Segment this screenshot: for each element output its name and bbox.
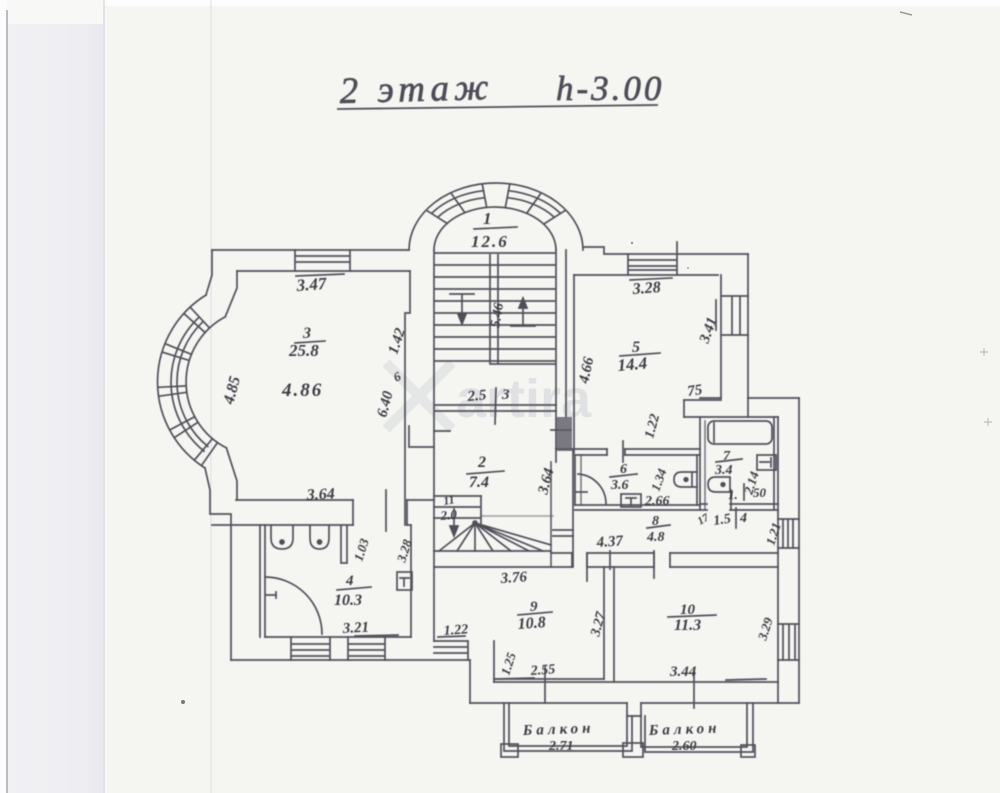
svg-text:3.64: 3.64 xyxy=(535,466,558,497)
svg-text:2.14: 2.14 xyxy=(740,469,762,497)
svg-text:1: 1 xyxy=(483,209,492,228)
svg-text:1.22: 1.22 xyxy=(443,622,468,639)
svg-text:Балкон: Балкон xyxy=(648,721,721,740)
svg-text:3.6: 3.6 xyxy=(610,478,629,493)
svg-text:1.25: 1.25 xyxy=(498,650,519,677)
svg-text:3.29: 3.29 xyxy=(754,615,776,643)
svg-text:h-3.00: h-3.00 xyxy=(556,69,664,108)
svg-text:4.85: 4.85 xyxy=(220,375,244,407)
svg-text:3.27: 3.27 xyxy=(588,610,609,639)
svg-text:4: 4 xyxy=(345,573,354,589)
svg-text:1.21: 1.21 xyxy=(763,521,784,547)
svg-text:2.0: 2.0 xyxy=(439,507,458,523)
svg-text:5.46: 5.46 xyxy=(488,302,507,329)
svg-text:6.40: 6.40 xyxy=(374,389,396,419)
svg-text:4.8: 4.8 xyxy=(646,530,665,545)
svg-text:7.4: 7.4 xyxy=(469,474,489,491)
svg-text:2.55: 2.55 xyxy=(529,662,555,679)
svg-text:2: 2 xyxy=(477,454,486,471)
svg-text:3.21: 3.21 xyxy=(341,620,369,637)
svg-text:1.5: 1.5 xyxy=(712,512,731,529)
svg-text:1.34: 1.34 xyxy=(648,466,670,493)
svg-text:7: 7 xyxy=(723,449,731,464)
svg-text:10.3: 10.3 xyxy=(334,592,362,609)
svg-text:3.47: 3.47 xyxy=(295,274,328,295)
svg-text:75: 75 xyxy=(686,382,704,400)
svg-text:3.28: 3.28 xyxy=(393,537,415,565)
svg-text:12.6: 12.6 xyxy=(471,232,509,251)
svg-text:2.5: 2.5 xyxy=(466,387,488,405)
svg-text:3.4: 3.4 xyxy=(714,463,733,478)
svg-text:11: 11 xyxy=(442,492,456,508)
svg-text:8: 8 xyxy=(652,514,659,529)
svg-text:5: 5 xyxy=(632,339,640,356)
svg-text:2.60: 2.60 xyxy=(671,739,697,754)
svg-text:50: 50 xyxy=(753,485,767,500)
svg-text:2.71: 2.71 xyxy=(548,739,574,754)
svg-text:4: 4 xyxy=(739,511,747,526)
svg-text:10.8: 10.8 xyxy=(517,614,546,633)
svg-text:14.4: 14.4 xyxy=(617,353,648,375)
svg-text:25.8: 25.8 xyxy=(288,341,319,360)
svg-text:3.76: 3.76 xyxy=(499,569,528,587)
svg-text:3: 3 xyxy=(501,387,510,403)
svg-text:3.28: 3.28 xyxy=(631,279,661,298)
svg-text:1.42: 1.42 xyxy=(386,326,409,356)
svg-text:4.66: 4.66 xyxy=(576,355,597,385)
svg-text:3.64: 3.64 xyxy=(305,486,335,504)
svg-text:11.3: 11.3 xyxy=(674,617,701,634)
svg-text:9: 9 xyxy=(530,599,538,615)
svg-text:4.86: 4.86 xyxy=(281,380,323,401)
svg-text:3: 3 xyxy=(302,325,311,342)
svg-text:1.22: 1.22 xyxy=(642,412,663,440)
svg-text:6: 6 xyxy=(620,462,627,477)
svg-text:1.03: 1.03 xyxy=(351,536,372,563)
svg-text:Балкон: Балкон xyxy=(522,721,595,740)
svg-text:4.37: 4.37 xyxy=(595,533,624,551)
svg-text:10: 10 xyxy=(680,602,696,618)
svg-text:2 этаж: 2 этаж xyxy=(339,67,494,112)
svg-text:3.44: 3.44 xyxy=(669,664,697,680)
svg-text:2.66: 2.66 xyxy=(644,494,670,509)
svg-text:1.: 1. xyxy=(728,487,738,502)
